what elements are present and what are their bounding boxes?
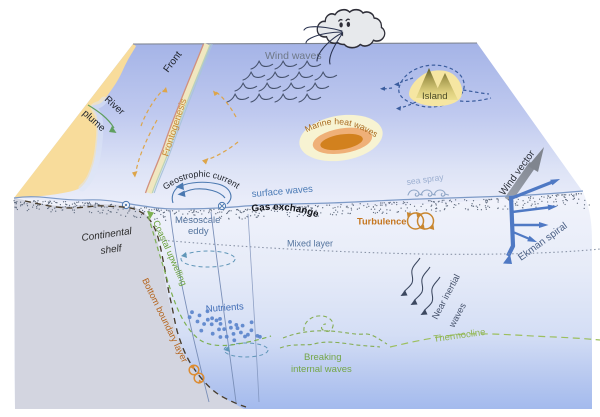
svg-text:eddy: eddy (188, 226, 209, 237)
svg-text:Turbulence: Turbulence (357, 217, 406, 227)
svg-text:Nutrients: Nutrients (205, 301, 244, 315)
svg-text:Island: Island (422, 91, 448, 102)
svg-text:shelf: shelf (100, 243, 124, 257)
svg-text:Mixed layer: Mixed layer (287, 239, 333, 249)
svg-text:Mesoscale: Mesoscale (175, 215, 220, 226)
svg-text:Wind waves: Wind waves (265, 50, 322, 62)
svg-text:Breaking: Breaking (304, 352, 342, 363)
svg-text:internal waves: internal waves (291, 364, 352, 375)
svg-text:surface waves: surface waves (251, 184, 313, 200)
